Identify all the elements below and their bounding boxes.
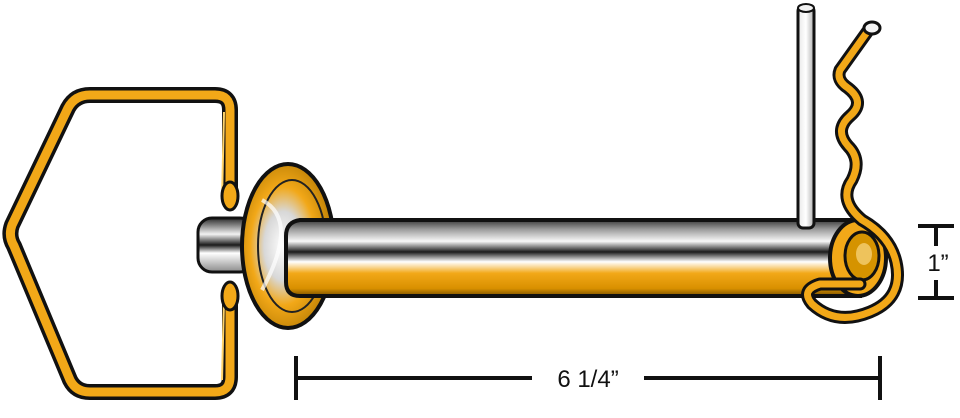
length-label: 6 1/4” [557, 366, 618, 393]
diameter-label: 1” [927, 250, 948, 277]
cross-rod [796, 3, 816, 230]
shaft-end [828, 218, 888, 298]
pin-shaft [284, 218, 862, 298]
retaining-clip [801, 20, 904, 324]
handle-clips [220, 180, 240, 312]
handle-loop [2, 87, 238, 400]
length-dimension: 6 1/4” [294, 356, 882, 400]
diameter-dimension: 1” [918, 224, 954, 300]
